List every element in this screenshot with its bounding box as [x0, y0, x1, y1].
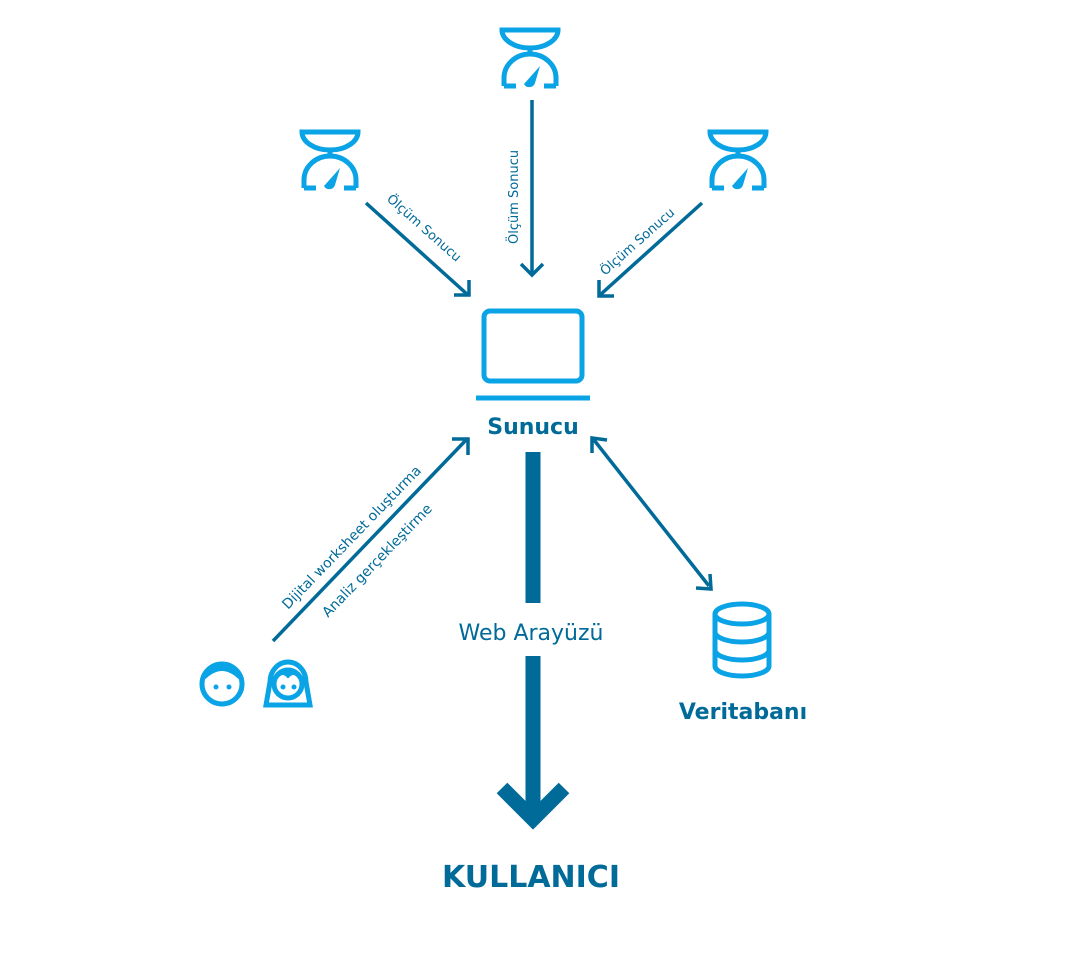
arrow-measurement-left [364, 201, 471, 297]
database-icon [712, 601, 772, 679]
arrow-measurement-right [597, 201, 704, 298]
arrow-measurement-center [519, 100, 545, 278]
label-measurement-right: Ölçüm Sonucu [596, 204, 678, 279]
laptop-server-icon [476, 308, 590, 401]
scale-icon-top [502, 30, 558, 87]
label-measurement-center: Ölçüm Sonucu [505, 150, 522, 244]
scale-icon-left [302, 132, 358, 189]
database-label: Veritabanı [679, 700, 807, 725]
arrow-server-database [590, 436, 713, 591]
server-label: Sunucu [487, 415, 579, 440]
scale-icon-right [710, 132, 766, 189]
user-female-icon [263, 659, 313, 708]
label-web-interface: Web Arayüzü [459, 621, 604, 646]
arrow-user-to-server [271, 437, 470, 643]
user-label: KULLANICI [442, 860, 620, 895]
arrow-web-interface [496, 452, 570, 830]
user-male-icon [199, 661, 245, 707]
